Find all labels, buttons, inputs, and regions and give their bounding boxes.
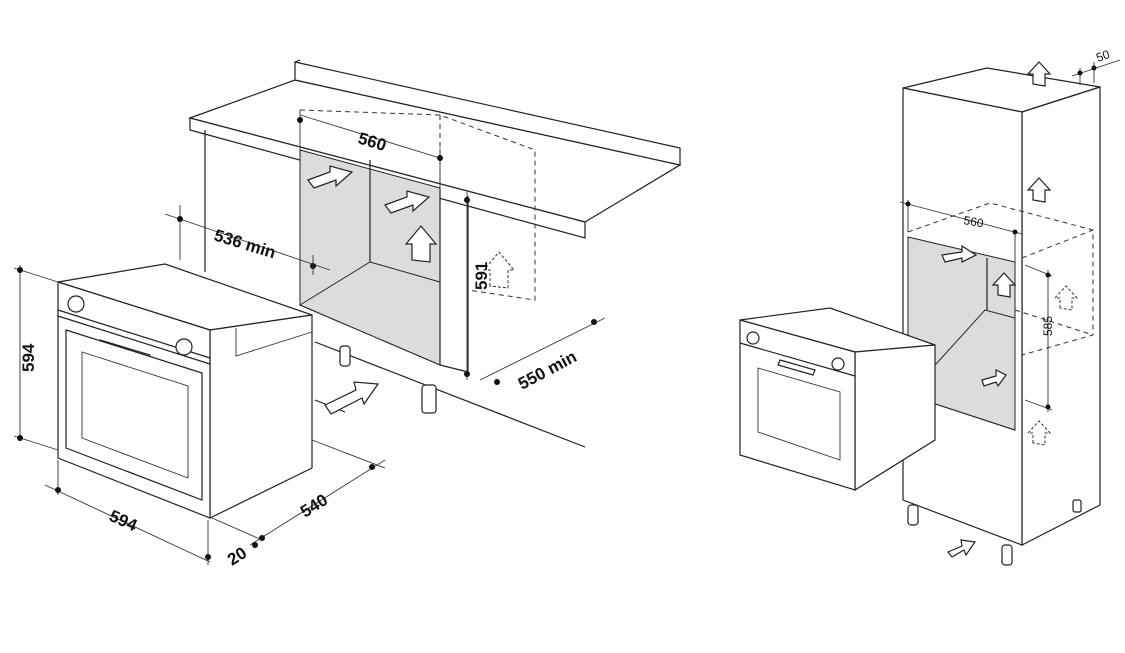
oven-depth-label: 540 bbox=[297, 490, 331, 521]
airflow-arrow-icon bbox=[947, 539, 977, 558]
control-knob bbox=[67, 295, 85, 313]
niche-width-label: 560 bbox=[962, 213, 984, 230]
cabinet-foot bbox=[339, 345, 351, 367]
tall-cabinet bbox=[902, 67, 1101, 566]
rear-gap-label: 50 bbox=[1094, 47, 1112, 65]
up-arrow-icon bbox=[1053, 285, 1079, 311]
column-installation: 50 560 585 bbox=[739, 47, 1121, 566]
up-arrow-icon bbox=[482, 251, 516, 289]
display-panel bbox=[777, 359, 816, 376]
under-counter-installation: 560 536 min 591 550 min 594 594 bbox=[13, 59, 682, 569]
up-arrow-icon bbox=[1026, 61, 1052, 87]
niche-depth-label: 536 min bbox=[212, 226, 278, 263]
oven-height-label: 594 bbox=[19, 343, 38, 372]
cabinet-foot bbox=[1072, 499, 1082, 513]
control-knob bbox=[831, 357, 845, 371]
airflow-arrow-icon bbox=[307, 165, 354, 189]
cabinet-foot bbox=[421, 384, 437, 414]
airflow-arrow-icon bbox=[384, 190, 431, 214]
oven bbox=[57, 263, 313, 519]
airflow-arrow-icon bbox=[324, 381, 380, 415]
dimension-lines: 50 560 585 bbox=[899, 47, 1121, 412]
ventilation-arrows bbox=[307, 165, 516, 415]
control-knob bbox=[175, 338, 193, 356]
cabinet-foot bbox=[1001, 544, 1013, 566]
ventilation-arrows bbox=[941, 61, 1079, 558]
airflow-arrow-icon bbox=[941, 244, 978, 263]
niche-height-label: 585 bbox=[1041, 316, 1055, 336]
up-arrow-icon bbox=[1026, 420, 1052, 446]
up-arrow-icon bbox=[991, 272, 1017, 298]
oven-small bbox=[739, 307, 936, 492]
door-thickness-label: 20 bbox=[224, 543, 250, 569]
control-knob bbox=[746, 331, 760, 345]
niche-height-label: 591 bbox=[472, 262, 491, 290]
up-arrow-icon bbox=[404, 225, 438, 263]
oven-width-label: 594 bbox=[106, 506, 140, 535]
cabinet-depth-label: 550 min bbox=[515, 347, 580, 393]
airflow-arrow-icon bbox=[981, 369, 1007, 388]
cabinet-foot bbox=[907, 504, 919, 526]
up-arrow-icon bbox=[1026, 177, 1052, 203]
